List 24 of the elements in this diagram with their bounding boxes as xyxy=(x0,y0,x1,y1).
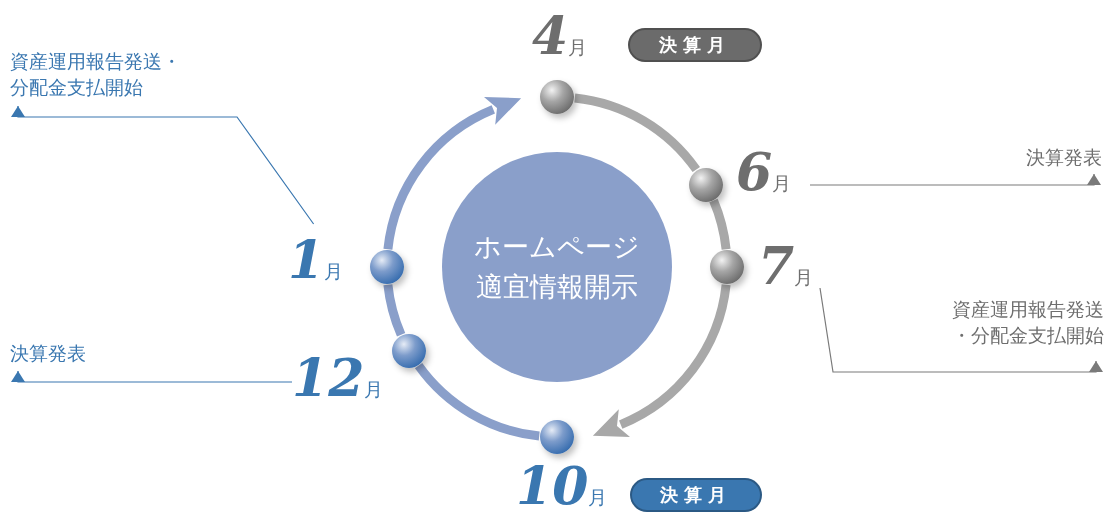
month-label: 10月 xyxy=(516,458,620,516)
sphere-marker xyxy=(710,250,744,284)
leader-line xyxy=(11,370,293,383)
month-label: 12月 xyxy=(292,350,394,408)
leader-line xyxy=(809,173,1101,186)
pill-label: 決算月 xyxy=(628,28,762,62)
note-text: 決算発表 xyxy=(10,340,160,371)
sphere-marker xyxy=(392,333,427,368)
sphere-marker xyxy=(540,420,574,454)
cycle-arrow xyxy=(593,284,731,438)
note-text: 決算発表 xyxy=(960,144,1102,174)
month-label: 4月 xyxy=(532,8,604,66)
center-circle: ホームページ適宜情報開示 xyxy=(442,152,672,382)
note-text: 資産運用報告発送・分配金支払開始 xyxy=(10,48,188,106)
note-text: 資産運用報告発送・分配金支払開始 xyxy=(940,296,1104,361)
sphere-marker xyxy=(688,167,723,202)
leader-line xyxy=(11,105,315,225)
pill-label: 決算月 xyxy=(630,478,762,512)
sphere-marker xyxy=(540,80,574,114)
leader-line xyxy=(819,287,1103,373)
month-label: 7月 xyxy=(758,238,820,296)
cycle-arrow xyxy=(383,96,521,250)
month-label: 6月 xyxy=(736,144,802,202)
sphere-marker xyxy=(370,250,404,284)
